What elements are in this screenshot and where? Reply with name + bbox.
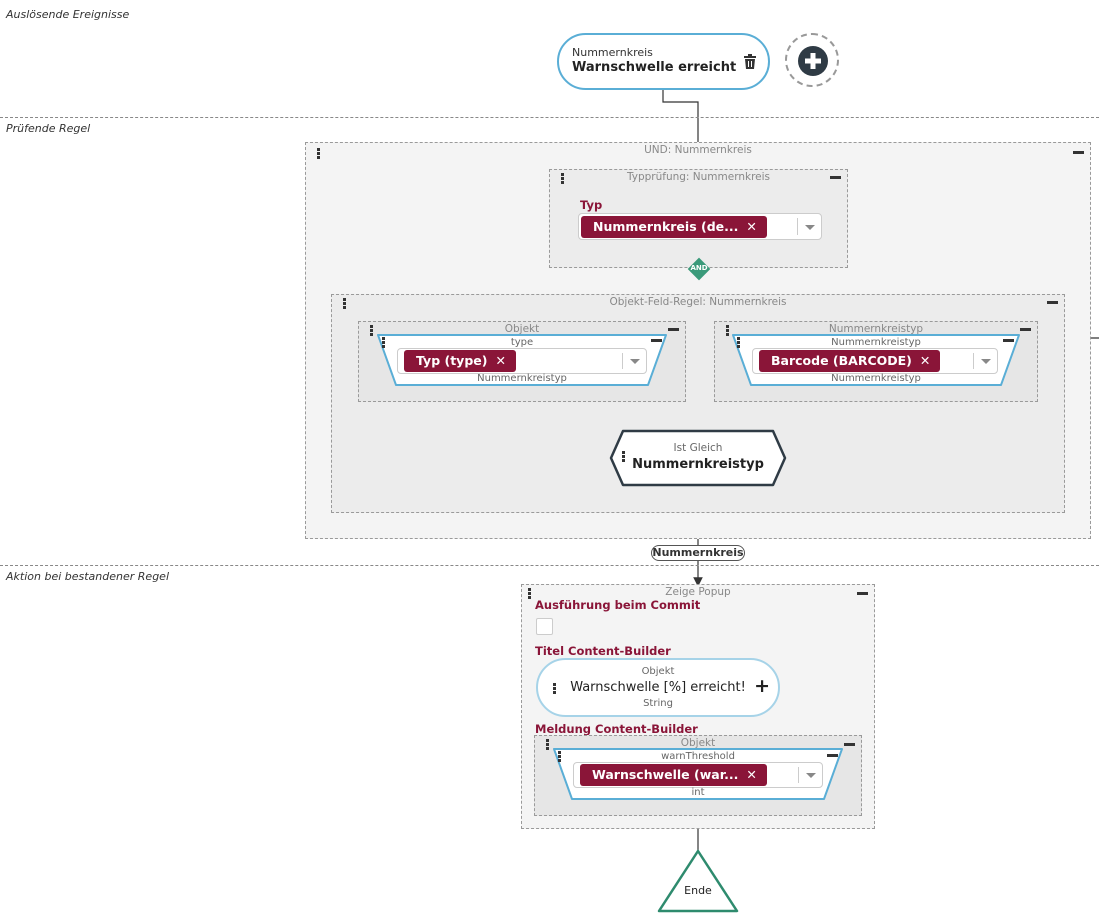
message-inner-bottom: int bbox=[691, 787, 705, 798]
left-field-select[interactable]: Typ (type)✕ bbox=[397, 348, 647, 374]
left-chip[interactable]: Typ (type)✕ bbox=[404, 350, 516, 372]
type-select[interactable]: Nummernkreis (de...✕ bbox=[578, 213, 822, 240]
collapse-icon[interactable] bbox=[668, 328, 679, 331]
collapse-icon[interactable] bbox=[1073, 151, 1084, 154]
equals-subtitle: Ist Gleich bbox=[673, 442, 723, 454]
collapse-icon[interactable] bbox=[1020, 328, 1031, 331]
left-object-title: Objekt bbox=[504, 323, 540, 335]
chevron-down-icon[interactable] bbox=[630, 359, 640, 364]
drag-handle-icon[interactable] bbox=[317, 148, 320, 160]
collapse-icon[interactable] bbox=[651, 339, 662, 342]
drag-handle-icon[interactable] bbox=[558, 751, 561, 763]
left-inner-top: type bbox=[510, 337, 534, 348]
title-builder-node[interactable]: Objekt Warnschwelle [%] erreicht! + Stri… bbox=[536, 658, 780, 717]
message-inner-top: warnThreshold bbox=[661, 751, 735, 762]
commit-checkbox[interactable] bbox=[536, 618, 553, 635]
trigger-title: Warnschwelle erreicht bbox=[572, 60, 737, 75]
drag-handle-icon[interactable] bbox=[528, 588, 531, 600]
title-builder-top: Objekt bbox=[641, 666, 675, 677]
section-divider bbox=[0, 117, 1099, 118]
collapse-icon[interactable] bbox=[844, 743, 855, 746]
title-builder-bottom: String bbox=[643, 698, 673, 709]
object-field-rule-title: Objekt-Feld-Regel: Nummernkreis bbox=[609, 296, 787, 308]
trash-icon[interactable] bbox=[743, 54, 757, 70]
chip-remove-icon[interactable]: ✕ bbox=[919, 353, 931, 368]
right-inner-top: Nummernkreistyp bbox=[831, 337, 921, 348]
drag-handle-icon[interactable] bbox=[370, 325, 373, 337]
popup-title: Zeige Popup bbox=[665, 586, 731, 598]
equals-node-shape[interactable] bbox=[609, 429, 787, 487]
collapse-icon[interactable] bbox=[1047, 301, 1058, 304]
right-field-select[interactable]: Barcode (BARCODE)✕ bbox=[752, 348, 998, 374]
drag-handle-icon[interactable] bbox=[546, 739, 549, 751]
drag-handle-icon[interactable] bbox=[553, 683, 556, 695]
collapse-icon[interactable] bbox=[857, 592, 868, 595]
drag-handle-icon[interactable] bbox=[622, 451, 625, 463]
section-label-action: Aktion bei bestandener Regel bbox=[6, 570, 169, 583]
add-icon[interactable]: + bbox=[754, 675, 770, 697]
right-object-title: Nummernkreistyp bbox=[828, 323, 924, 335]
and-badge: AND bbox=[687, 257, 711, 281]
right-chip[interactable]: Barcode (BARCODE)✕ bbox=[759, 350, 941, 372]
commit-label: Ausführung beim Commit bbox=[535, 598, 701, 612]
add-trigger-button[interactable] bbox=[785, 33, 839, 87]
right-inner-bottom: Nummernkreistyp bbox=[831, 373, 921, 384]
collapse-icon[interactable] bbox=[830, 176, 841, 179]
connector-label: Nummernkreis bbox=[651, 545, 745, 561]
chevron-down-icon[interactable] bbox=[806, 773, 816, 778]
title-builder-value: Warnschwelle [%] erreicht! bbox=[570, 680, 746, 695]
section-label-rule: Prüfende Regel bbox=[6, 122, 91, 135]
type-field-label: Typ bbox=[580, 198, 603, 212]
drag-handle-icon[interactable] bbox=[561, 173, 564, 185]
drag-handle-icon[interactable] bbox=[726, 325, 729, 337]
type-check-box: Typprüfung: Nummernkreis Typ Nummernkrei… bbox=[549, 169, 848, 268]
title-builder-label: Titel Content-Builder bbox=[535, 644, 671, 658]
chip-remove-icon[interactable]: ✕ bbox=[746, 767, 757, 782]
message-builder-label: Meldung Content-Builder bbox=[535, 722, 698, 736]
collapse-icon[interactable] bbox=[1003, 339, 1014, 342]
type-check-title: Typprüfung: Nummernkreis bbox=[626, 171, 771, 183]
drag-handle-icon[interactable] bbox=[737, 337, 740, 349]
end-node-label: Ende bbox=[684, 884, 712, 897]
collapse-icon[interactable] bbox=[827, 754, 838, 757]
trigger-node[interactable]: Nummernkreis Warnschwelle erreicht bbox=[557, 33, 770, 90]
chip-remove-icon[interactable]: ✕ bbox=[495, 353, 506, 368]
left-inner-bottom: Nummernkreistyp bbox=[477, 373, 567, 384]
equals-title: Nummernkreistyp bbox=[632, 457, 764, 472]
add-circle-icon bbox=[798, 46, 828, 76]
end-node-shape[interactable] bbox=[656, 848, 740, 914]
section-divider bbox=[0, 565, 1099, 566]
message-chip[interactable]: Warnschwelle (war...✕ bbox=[580, 764, 767, 786]
type-chip[interactable]: Nummernkreis (de...✕ bbox=[581, 216, 767, 238]
chevron-down-icon[interactable] bbox=[805, 225, 815, 230]
section-label-trigger: Auslösende Ereignisse bbox=[6, 8, 130, 21]
message-field-select[interactable]: Warnschwelle (war...✕ bbox=[573, 762, 823, 788]
message-object-title: Objekt bbox=[680, 737, 716, 749]
trigger-subtitle: Nummernkreis bbox=[572, 46, 653, 59]
chip-remove-icon[interactable]: ✕ bbox=[746, 219, 757, 234]
drag-handle-icon[interactable] bbox=[382, 337, 385, 349]
chevron-down-icon[interactable] bbox=[981, 359, 991, 364]
und-box-title: UND: Nummernkreis bbox=[644, 144, 752, 156]
drag-handle-icon[interactable] bbox=[343, 298, 346, 310]
